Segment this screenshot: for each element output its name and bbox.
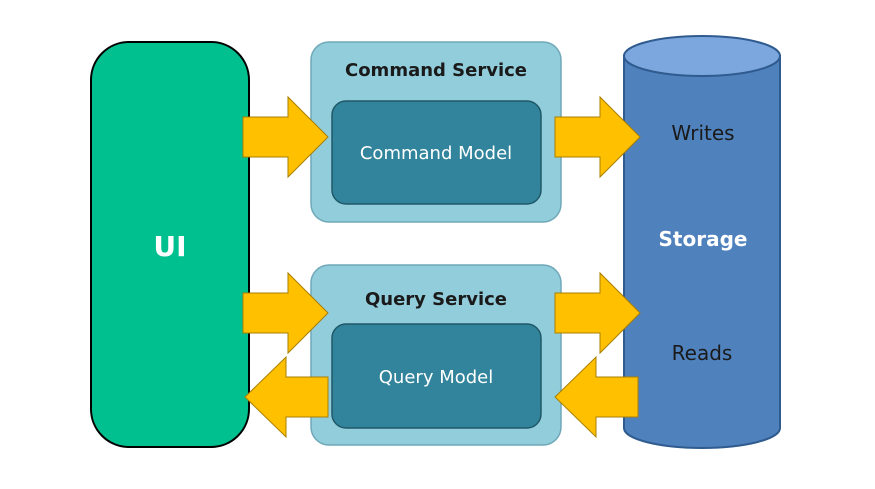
storage-cylinder: Writes Storage Reads	[623, 35, 781, 449]
command-model-label: Command Model	[360, 143, 512, 164]
ui-label: UI	[153, 230, 186, 263]
query-model-box	[331, 323, 542, 429]
storage-body	[623, 55, 781, 449]
query-service: Query Service Query Model	[310, 264, 562, 446]
arrow-ui-to-command-icon	[242, 95, 329, 179]
query-service-title: Query Service	[365, 289, 507, 310]
ui-box	[90, 41, 250, 448]
arrows	[242, 95, 641, 439]
storage-writes-label: Writes	[671, 121, 734, 145]
arrow-storage-to-query-icon	[554, 355, 639, 439]
query-model-label: Query Model	[379, 367, 493, 388]
arrow-query-to-storage-icon	[554, 271, 641, 355]
arrow-command-to-storage-icon	[554, 95, 641, 179]
arrow-ui-to-query-icon	[242, 271, 329, 355]
arrow-query-to-ui-icon	[244, 355, 329, 439]
command-service: Command Service Command Model	[310, 41, 562, 223]
ui-block: UI	[90, 41, 250, 448]
command-service-title: Command Service	[345, 60, 527, 81]
storage-reads-label: Reads	[672, 341, 733, 365]
storage-title: Storage	[659, 227, 748, 251]
command-model-box	[331, 100, 542, 205]
storage-top	[623, 35, 781, 77]
